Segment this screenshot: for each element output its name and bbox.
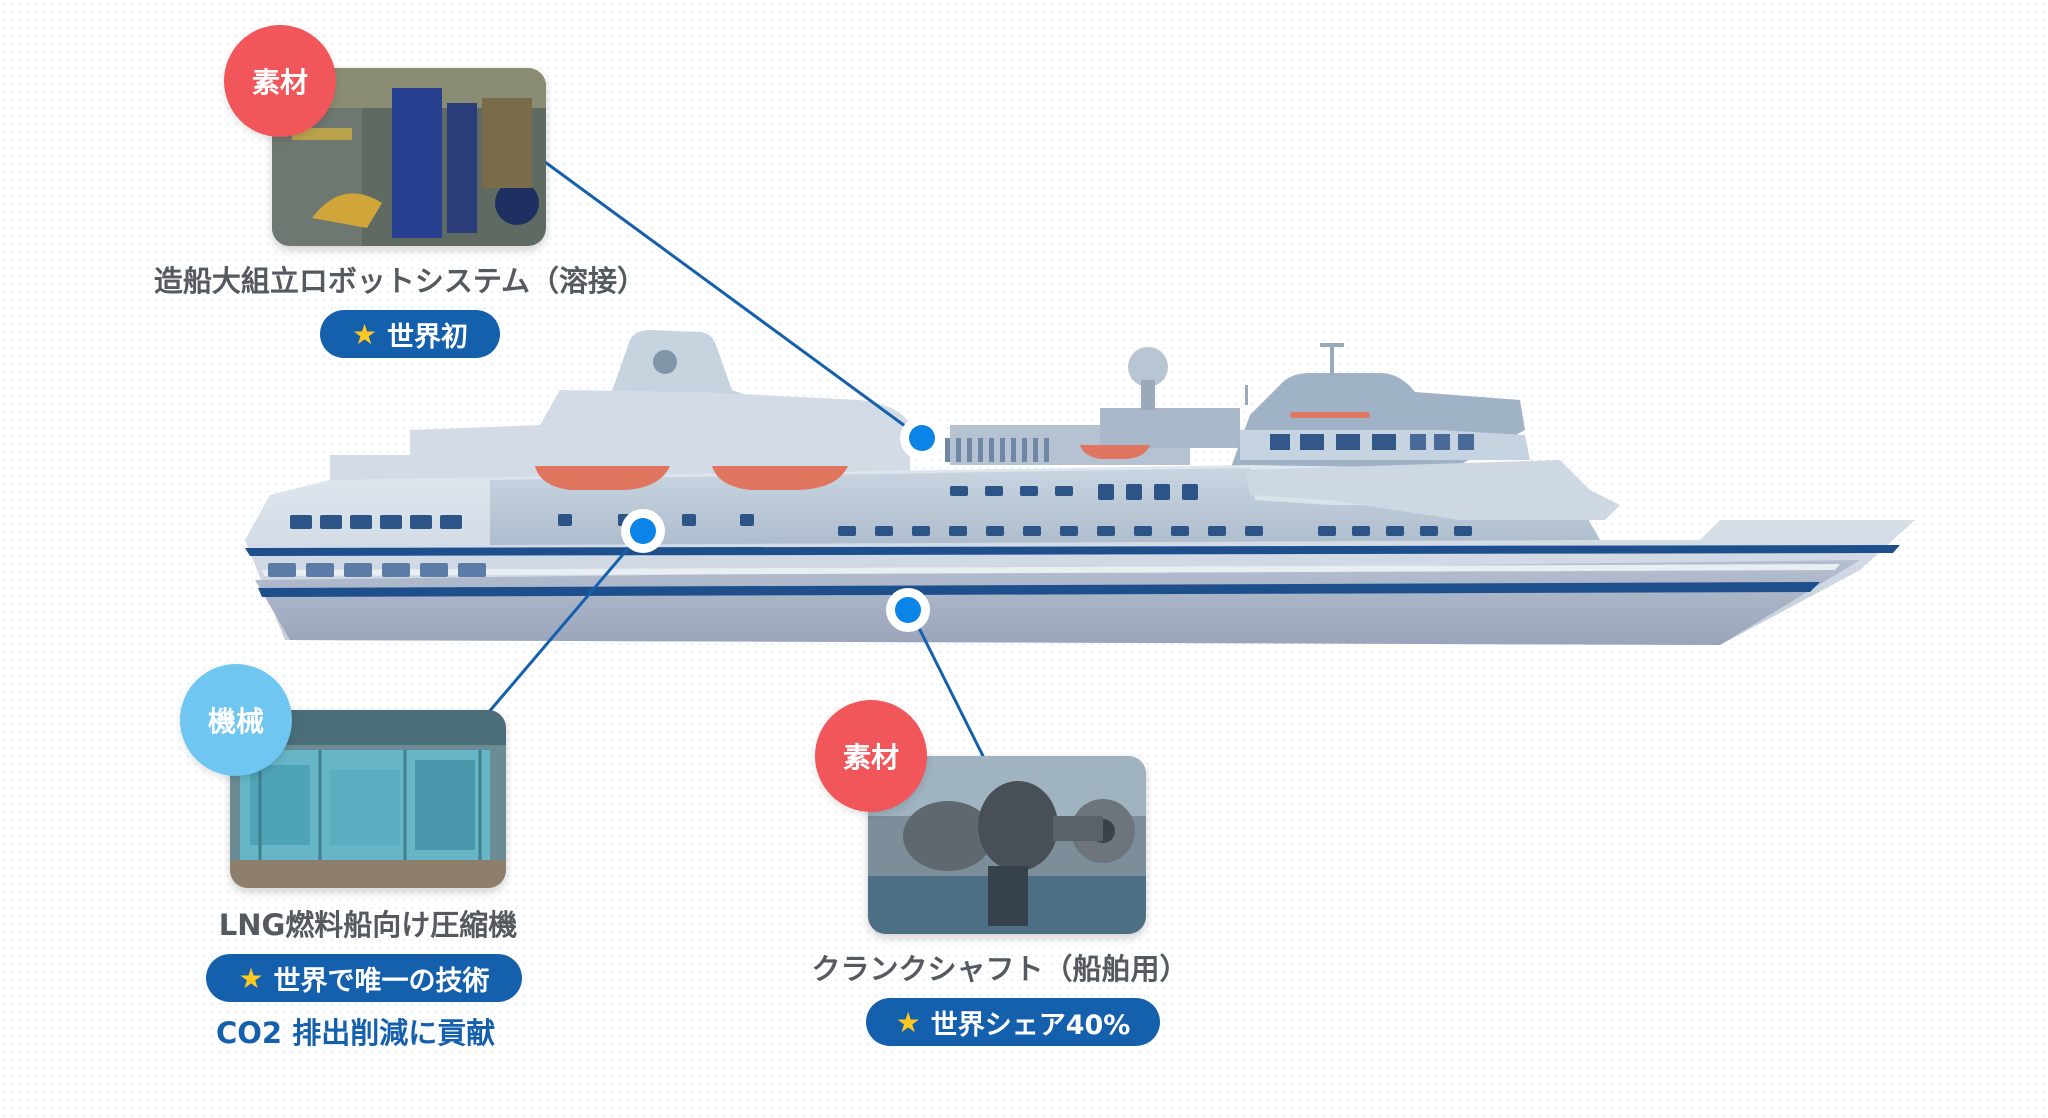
product-note: CO2 排出削減に貢献: [216, 1016, 496, 1050]
connector-compressor: [486, 530, 645, 714]
category-badge: 機械: [180, 664, 292, 776]
category-badge: 素材: [815, 700, 927, 812]
hotspot-crankshaft[interactable]: [886, 588, 930, 632]
star-icon: ★: [351, 317, 378, 351]
feature-badge-label: 世界で唯一の技術: [273, 965, 490, 997]
product-title: LNG燃料船向け圧縮機: [218, 908, 518, 942]
ship-lifeboats: [535, 445, 1150, 490]
feature-badge-label: 世界シェア40%: [930, 1009, 1131, 1041]
feature-badge: ★ 世界シェア40%: [866, 998, 1160, 1046]
ship-hull: [245, 460, 1915, 645]
star-icon: ★: [895, 1005, 921, 1039]
product-title: クランクシャフト（船舶用）: [811, 952, 1189, 986]
hotspot-robot-system[interactable]: [900, 416, 944, 460]
feature-badge: ★ 世界で唯一の技術: [206, 954, 522, 1002]
star-icon: ★: [238, 961, 264, 995]
welding-robot-photo[interactable]: [272, 68, 546, 246]
connector-crankshaft: [908, 609, 987, 761]
connector-robot-system: [544, 160, 921, 439]
product-title: 造船大組立ロボットシステム（溶接）: [153, 264, 647, 298]
connector-lines: [486, 160, 987, 761]
ship-upper-deck: [330, 343, 1530, 480]
category-badge: 素材: [224, 25, 336, 137]
feature-badge-label: 世界初: [387, 321, 469, 353]
hotspot-compressor[interactable]: [621, 509, 665, 553]
ship-windows: [268, 438, 1472, 577]
feature-badge: ★ 世界初: [320, 310, 500, 358]
